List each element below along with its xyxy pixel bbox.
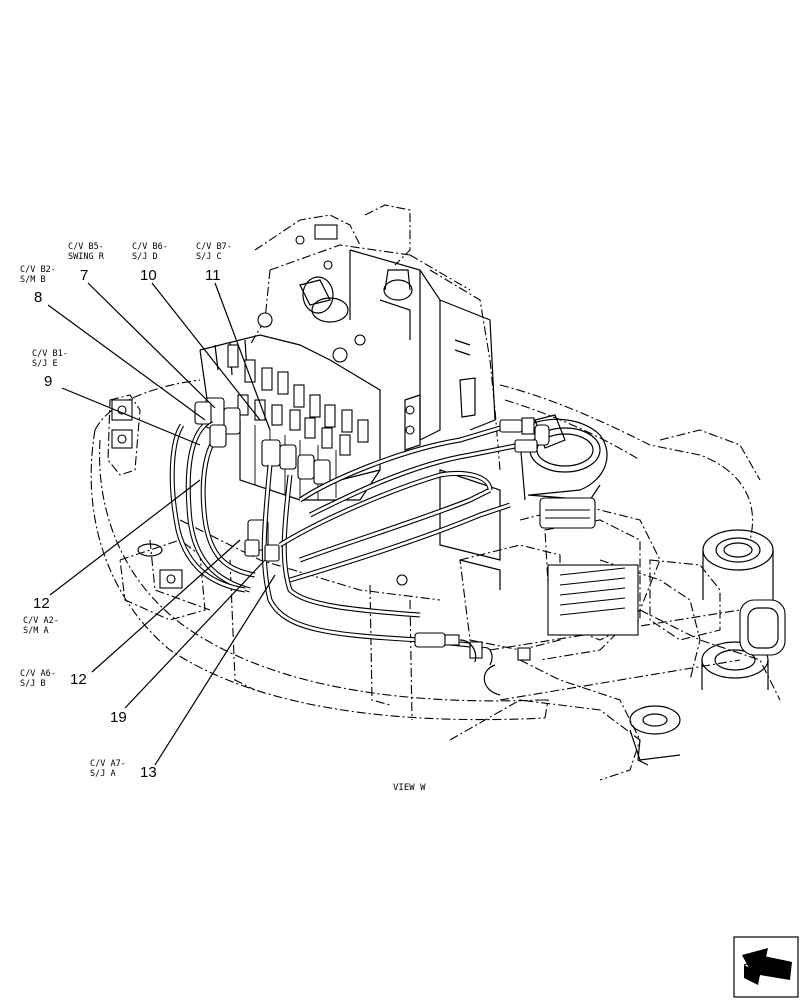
callout-c13-line1: C/V A7-	[90, 759, 126, 769]
callout-c8-number: 8	[34, 289, 42, 306]
callout-c10: C/V B6- S/J D 10	[132, 242, 168, 284]
swing-motor	[519, 414, 639, 636]
callout-c9-line1: C/V B1-	[32, 349, 68, 359]
callout-c19: 19	[110, 709, 127, 726]
frame-tower	[257, 224, 501, 590]
callout-c7-number: 7	[80, 267, 88, 284]
callout-c12b-line1: C/V A6-	[20, 669, 56, 679]
callout-c8-line2: S/M B	[20, 275, 46, 285]
callout-c8-line1: C/V B2-	[20, 265, 56, 275]
callout-c11-line2: S/J C	[196, 252, 222, 262]
callout-c13-number: 13	[140, 764, 157, 781]
phantom-frame	[90, 204, 781, 781]
callout-c10-line1: C/V B6-	[132, 242, 168, 252]
callout-c9: C/V B1- S/J E 9	[32, 349, 68, 390]
control-valve	[199, 334, 381, 551]
callout-c12b: C/V A6- S/J B 12	[20, 669, 87, 689]
callout-c12a-line2: S/M A	[23, 626, 49, 636]
view-label: VIEW W	[393, 783, 426, 793]
callout-c10-line2: S/J D	[132, 252, 158, 262]
callout-c11-number: 11	[205, 267, 221, 284]
callout-c12a-line1: C/V A2-	[23, 616, 59, 626]
callout-c13: C/V A7- S/J A 13	[90, 759, 157, 781]
callout-c7-line2: SWING R	[68, 252, 105, 262]
boom-pivot	[629, 529, 786, 766]
callout-c11-line1: C/V B7-	[196, 242, 232, 252]
callout-c13-line2: S/J A	[90, 769, 116, 779]
callout-c12a: 12 C/V A2- S/M A	[23, 595, 59, 636]
callout-c12b-line2: S/J B	[20, 679, 46, 689]
callout-c9-line2: S/J E	[32, 359, 58, 369]
callout-c19-number: 19	[110, 709, 127, 726]
arrow-nav-icon[interactable]	[733, 936, 799, 998]
fittings	[194, 401, 550, 666]
callout-c7: C/V B5- SWING R 7	[68, 242, 105, 284]
leader-lines	[47, 282, 276, 766]
callout-c9-number: 9	[44, 373, 52, 390]
callout-c12b-number: 12	[70, 671, 87, 688]
callout-c8: C/V B2- S/M B 8	[20, 265, 56, 306]
callout-c10-number: 10	[140, 267, 157, 284]
hose-bundle	[169, 417, 521, 648]
callout-c11: C/V B7- S/J C 11	[196, 242, 232, 284]
callout-c7-line1: C/V B5-	[68, 242, 104, 252]
callout-c12a-number: 12	[33, 595, 50, 612]
